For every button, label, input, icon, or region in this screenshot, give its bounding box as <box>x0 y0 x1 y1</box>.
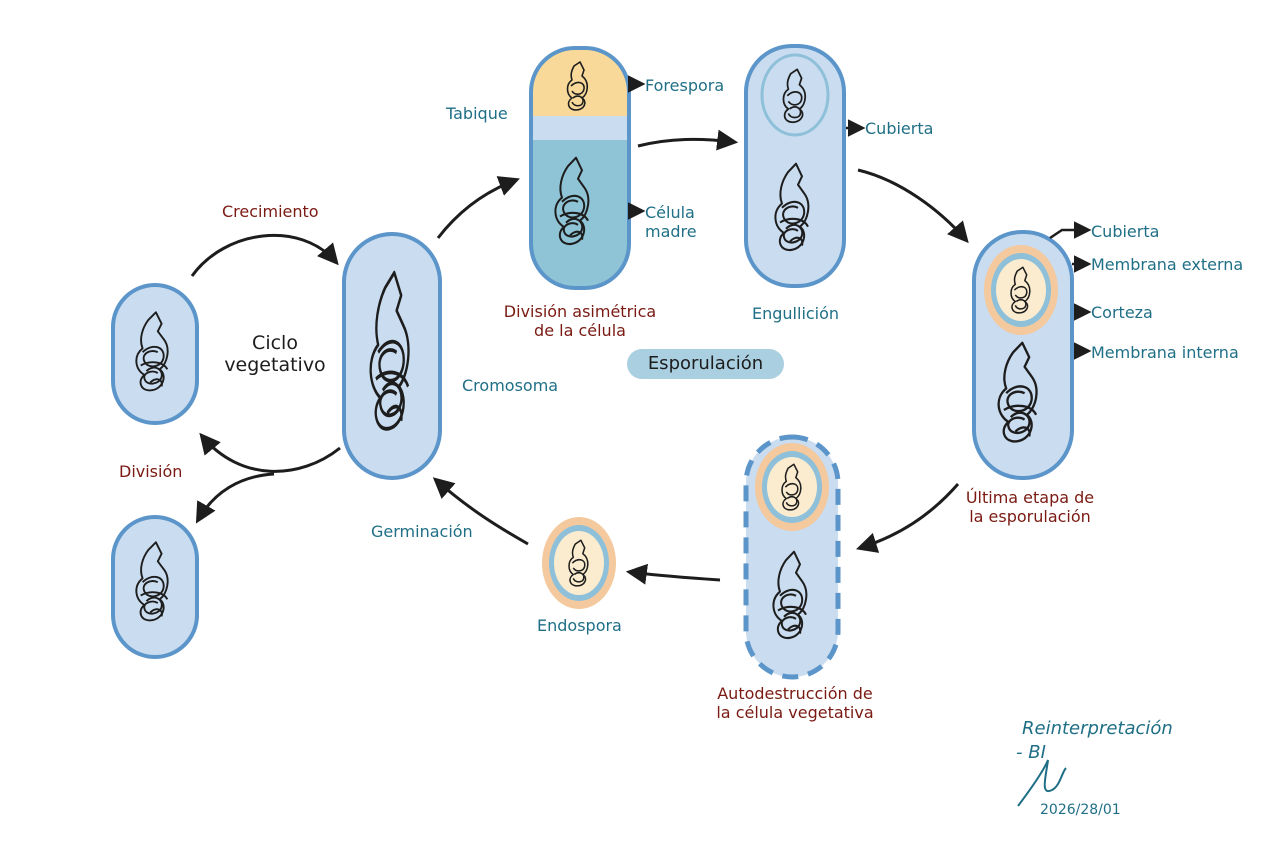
label-coat: Cubierta <box>1091 222 1160 241</box>
signature-line1: Reinterpretación <box>1022 718 1173 739</box>
label-growth: Crecimiento <box>222 202 319 221</box>
cell-grown <box>342 232 442 480</box>
label-autolysis: Autodestrucción de la célula vegetativa <box>700 684 890 722</box>
label-endospore: Endospora <box>537 616 622 635</box>
signature-date: 2026/28/01 <box>1040 802 1121 818</box>
arrow-to-last-stage <box>857 168 969 244</box>
signature-line2: - BI <box>1016 742 1046 763</box>
label-mother-cell-line2: madre <box>645 222 697 241</box>
arrow-to-autolysis <box>855 483 960 553</box>
label-engulfment-cover: Cubierta <box>865 119 934 138</box>
label-autolysis-line1: Autodestrucción de <box>717 684 873 703</box>
label-autolysis-line2: la célula vegetativa <box>716 703 874 722</box>
pointer-coat <box>1049 221 1092 240</box>
arrow-division-down <box>195 472 275 524</box>
label-engulfment: Engullición <box>752 304 840 323</box>
signature-scribble <box>1017 759 1067 807</box>
arrow-to-engulfment <box>637 129 739 151</box>
label-chromosome: Cromosoma <box>462 376 559 395</box>
label-septum: Tabique <box>446 104 508 123</box>
arrow-to-endospore <box>625 563 721 585</box>
label-mother-cell-line1: Célula <box>645 203 695 222</box>
last-stage-core <box>996 259 1046 321</box>
engulfed-forespore <box>760 53 830 137</box>
label-asymmetric-division-line1: División asimétrica <box>503 302 657 321</box>
arrow-to-asymmetric <box>436 176 520 239</box>
label-asymmetric-division-line2: de la célula <box>534 321 626 340</box>
label-last-stage-line2: la esporulación <box>969 507 1091 526</box>
label-germination: Germinación <box>371 522 473 541</box>
label-inner-membrane: Membrana interna <box>1091 343 1239 362</box>
label-cortex: Corteza <box>1091 303 1153 322</box>
label-forespore: Forespora <box>645 76 725 95</box>
arrow-germination <box>432 477 529 546</box>
arrow-division-up <box>199 432 341 473</box>
autolysis-core <box>767 457 817 517</box>
vegetative-cycle-title-line2: vegetativo <box>224 354 326 376</box>
sporulation-badge-bg <box>627 349 784 379</box>
label-last-stage-line1: Última etapa de <box>965 488 1095 507</box>
vegetative-cycle-title-line1: Ciclo <box>252 332 298 354</box>
cell-before-division <box>111 283 199 425</box>
sporulation-badge: Esporulación <box>647 353 764 374</box>
label-division: División <box>119 462 183 481</box>
label-last-stage: Última etapa de la esporulación <box>950 488 1110 526</box>
label-asymmetric-division: División asimétrica de la célula <box>490 302 670 340</box>
label-outer-membrane: Membrana externa <box>1091 255 1244 274</box>
arrow-growth <box>190 233 339 277</box>
cell-after-division <box>111 515 199 659</box>
vegetative-cycle-title: Ciclo vegetativo <box>210 332 340 376</box>
label-mother-cell: Célula madre <box>645 203 697 241</box>
endospore-core <box>554 531 604 595</box>
